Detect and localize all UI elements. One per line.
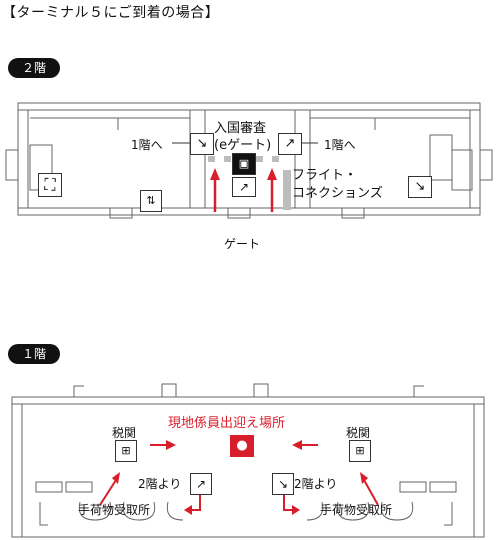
from-2f-label-left: 2階より	[138, 477, 182, 491]
elevator-icon: ⇅	[140, 190, 162, 212]
to-1f-label-left: 1階へ	[131, 138, 163, 152]
flight-connections-label-line1: フライト・	[292, 168, 358, 183]
from-2f-label-right: 2階より	[294, 477, 338, 491]
escalator-icon: ↘	[190, 133, 214, 155]
floor-1-red-arrows	[99, 440, 379, 515]
baggage-claim-label-left: 手荷物受取所	[78, 503, 151, 517]
customs-label-right: 税関	[346, 426, 371, 440]
floor-1-badge: １階	[8, 344, 60, 364]
customs-icon: ⊞	[349, 440, 371, 462]
immigration-icon: ▣	[232, 153, 256, 175]
escalator-icon: ↗	[232, 177, 256, 197]
escalator-icon: ↘	[408, 176, 432, 198]
baggage-claim-label-right: 手荷物受取所	[320, 503, 393, 517]
escalator-icon: ↘	[272, 473, 294, 495]
flight-connections-label-line2: コネクションズ	[292, 186, 383, 201]
customs-icon: ⊞	[115, 440, 137, 462]
flight-connections-desk	[283, 170, 291, 210]
escalator-icon: ⛶	[38, 173, 62, 197]
floor-1-outline	[11, 396, 485, 538]
escalator-icon: ↗	[278, 133, 302, 155]
meeting-point-label: 現地係員出迎え場所	[168, 416, 286, 431]
immigration-label: 入国審査	[214, 121, 267, 136]
egate-label: (eゲート)	[214, 138, 272, 153]
to-1f-label-right: 1階へ	[324, 138, 356, 152]
page-title: 【ターミナル５にご到着の場合】	[2, 5, 220, 21]
escalator-icon: ↗	[190, 473, 212, 495]
floor-2-red-arrows	[210, 168, 277, 212]
meeting-point-icon: ●	[230, 435, 254, 457]
gate-label: ゲート	[224, 237, 261, 251]
floor-2-badge: ２階	[8, 58, 60, 78]
customs-label-left: 税関	[112, 426, 137, 440]
